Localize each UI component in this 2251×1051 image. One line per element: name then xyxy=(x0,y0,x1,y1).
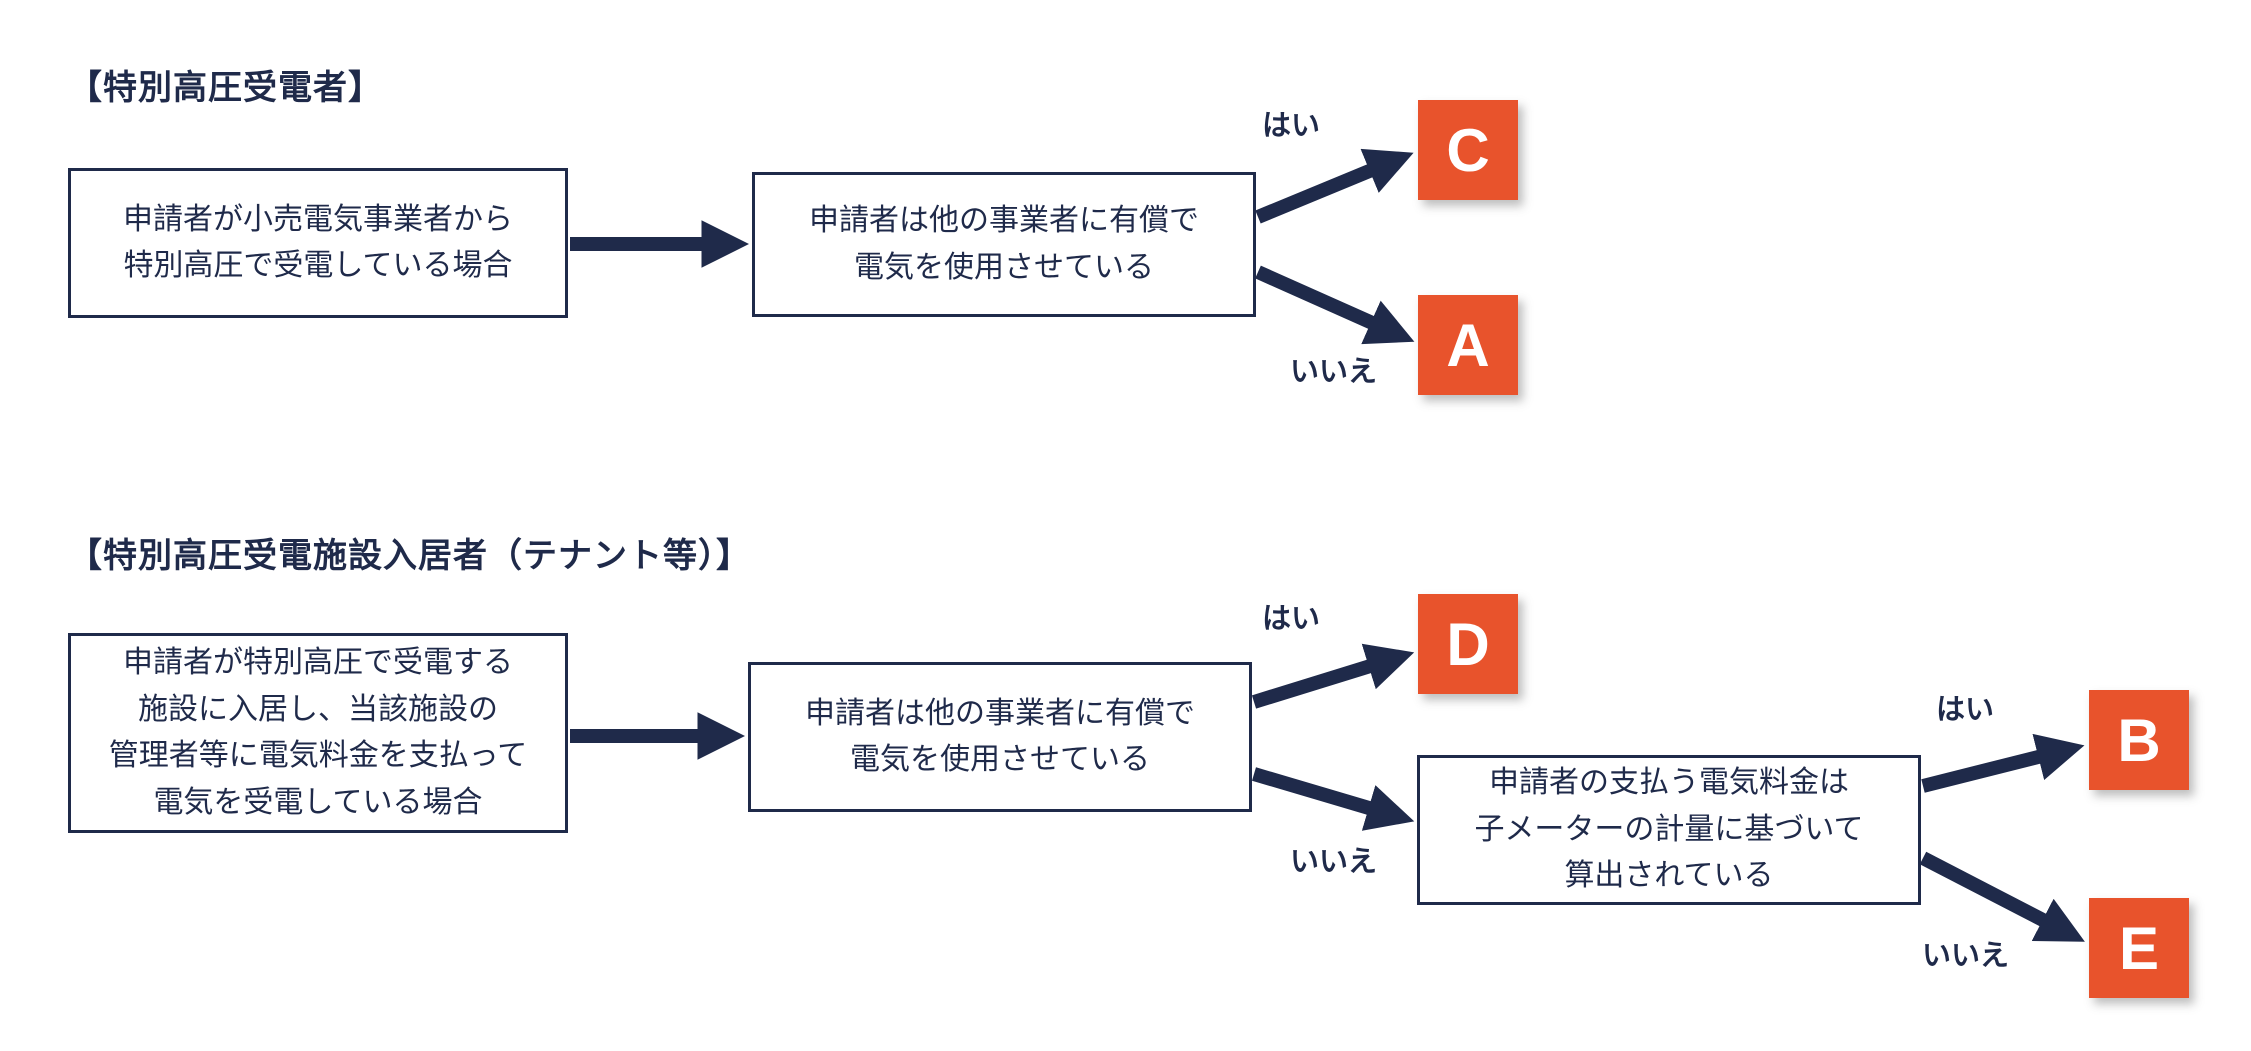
section2-yes-label2: はい xyxy=(1936,694,1995,726)
section2-result-e: E xyxy=(2089,898,2189,998)
section1-decision-box: 申請者は他の事業者に有償で 電気を使用させている xyxy=(752,172,1256,317)
section2-title: 【特別高圧受電施設入居者（テナント等）】 xyxy=(68,537,751,575)
section1-no-label: いいえ xyxy=(1290,356,1378,388)
arrow-s1-yes-to-c xyxy=(1255,148,1414,224)
section2-no-label: いいえ xyxy=(1290,846,1378,878)
section2-result-d: D xyxy=(1418,594,1518,694)
arrow-s2-decision2-yes-to-b xyxy=(1921,733,2085,793)
section2-yes-label: はい xyxy=(1262,603,1321,635)
section2-result-b: B xyxy=(2089,690,2189,790)
section2-decision-box: 申請者は他の事業者に有償で 電気を使用させている xyxy=(748,662,1252,812)
section2-decision-box2: 申請者の支払う電気料金は 子メーターの計量に基づいて 算出されている xyxy=(1417,755,1921,905)
arrow-s1-no-to-a xyxy=(1255,265,1415,345)
section1-result-a: A xyxy=(1418,295,1518,395)
section2-no-label2: いいえ xyxy=(1922,940,2010,972)
section1-start-box: 申請者が小売電気事業者から 特別高圧で受電している場合 xyxy=(68,168,568,318)
arrow-s2-decision2-no-to-e xyxy=(1919,851,2085,942)
section2-start-box: 申請者が特別高圧で受電する 施設に入居し、当該施設の 管理者等に電気料金を支払っ… xyxy=(68,633,568,833)
arrow-s2-no-to-decision2 xyxy=(1252,767,1415,831)
section1-title: 【特別高圧受電者】 xyxy=(68,69,383,107)
arrow-s2-yes-to-d xyxy=(1251,643,1415,709)
section1-result-c: C xyxy=(1418,100,1518,200)
section1-yes-label: はい xyxy=(1262,110,1321,142)
